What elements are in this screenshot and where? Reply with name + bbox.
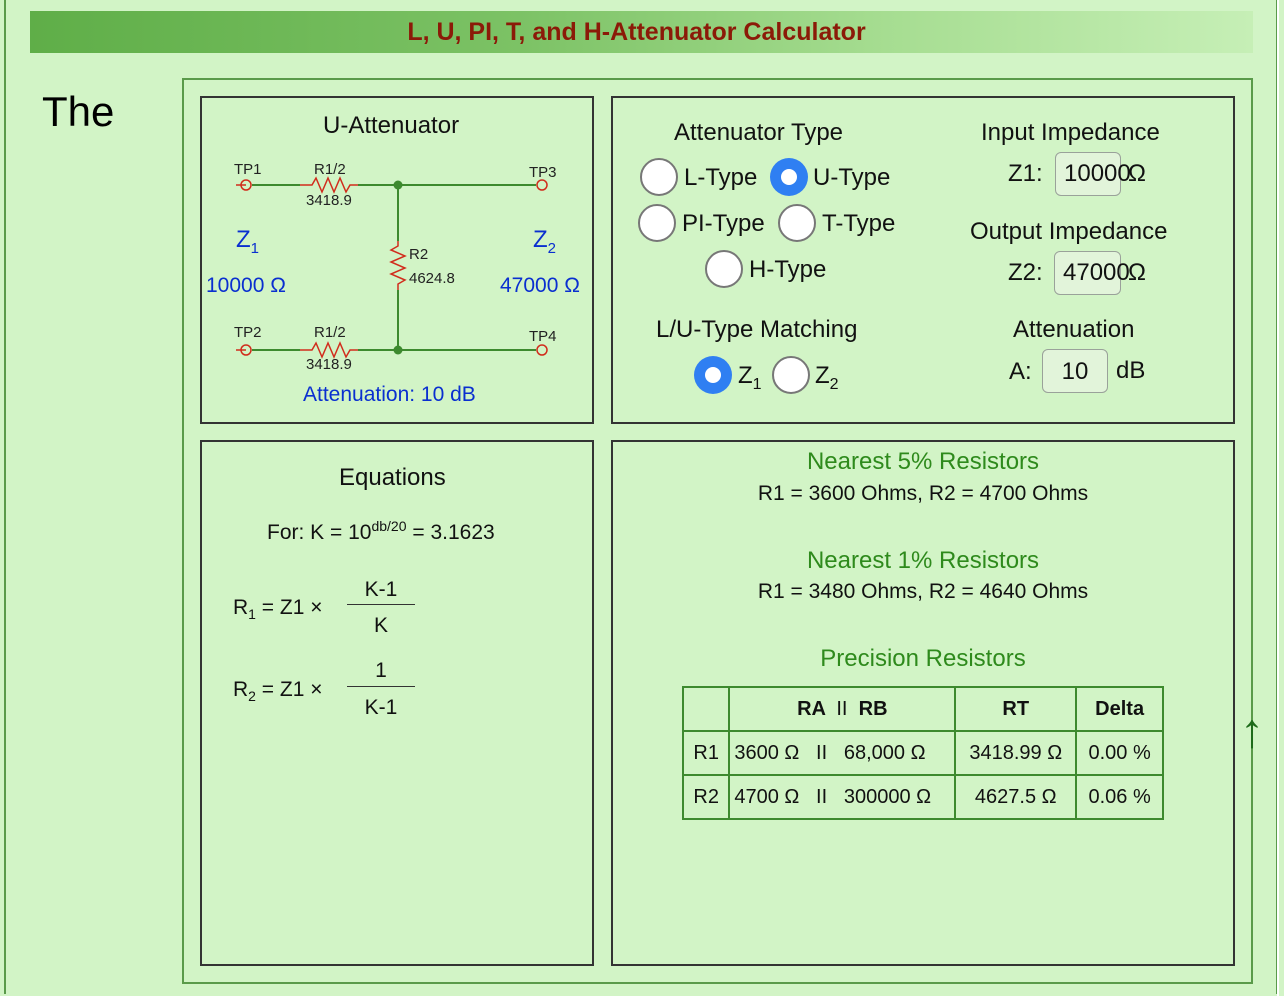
r2-label: R2 xyxy=(409,246,429,263)
radio-pi-type-label[interactable]: PI-Type xyxy=(682,210,765,237)
ra-rb-cell: 3600 Ω II 68,000 Ω xyxy=(728,730,957,776)
right-divider xyxy=(1277,0,1279,996)
tp3-label: TP3 xyxy=(529,164,557,181)
z2-prefix: Z2: xyxy=(1008,259,1043,286)
top-wire xyxy=(252,184,536,351)
r1-fraction-bar xyxy=(347,604,415,605)
precision-resistors-table: RA II RB RT Delta R1 3600 Ω II 68,000 Ω … xyxy=(681,686,1164,820)
radio-match-z1-label[interactable]: Z1 xyxy=(738,362,762,393)
diagram-attenuation: Attenuation: 10 dB xyxy=(303,383,476,406)
r1-equation-lhs: R1 = Z1 × xyxy=(233,596,323,623)
rt-cell: 4627.5 Ω xyxy=(954,774,1078,820)
table-header-ra-rb: RA II RB xyxy=(728,686,957,732)
k-definition: For: K = 10db/20 = 3.1623 xyxy=(267,518,495,544)
tp4-label: TP4 xyxy=(529,328,557,345)
calculator-frame xyxy=(182,78,1253,984)
circuit-diagram-panel xyxy=(200,96,594,424)
radio-t-type[interactable] xyxy=(778,204,816,242)
z2-input[interactable]: 47000 xyxy=(1054,251,1130,295)
r2-fraction-bar xyxy=(347,686,415,687)
z1-unit: Ω xyxy=(1128,160,1146,187)
attenuation-unit: dB xyxy=(1116,357,1146,384)
nearest5-values: R1 = 3600 Ohms, R2 = 4700 Ohms xyxy=(757,482,1089,505)
table-row: R1 3600 Ω II 68,000 Ω 3418.99 Ω 0.00 % xyxy=(681,730,1164,776)
delta-cell: 0.06 % xyxy=(1075,774,1164,820)
nearest1-heading: Nearest 1% Resistors xyxy=(806,547,1040,574)
r1-bottom-value: 3418.9 xyxy=(306,356,352,373)
radio-match-z2[interactable] xyxy=(772,356,810,394)
z1-value: 10000 Ω xyxy=(206,274,286,297)
input-impedance-heading: Input Impedance xyxy=(981,119,1160,146)
table-header-delta: Delta xyxy=(1075,686,1164,732)
r2-equation-lhs: R2 = Z1 × xyxy=(233,678,323,705)
radio-l-type-label[interactable]: L-Type xyxy=(684,164,758,191)
radio-match-z2-label[interactable]: Z2 xyxy=(815,362,839,393)
u-attenuator-schematic xyxy=(236,176,548,359)
page-title: L, U, PI, T, and H-Attenuator Calculator xyxy=(407,17,866,46)
matching-heading: L/U-Type Matching xyxy=(656,316,858,343)
radio-h-type-label[interactable]: H-Type xyxy=(749,256,827,283)
row-label: R1 xyxy=(681,730,731,776)
equations-panel xyxy=(200,440,594,966)
a-prefix: A: xyxy=(1009,358,1032,385)
terminals xyxy=(236,179,548,356)
delta-cell: 0.00 % xyxy=(1075,730,1164,776)
diagram-heading: U-Attenuator xyxy=(323,112,460,139)
tp1-label: TP1 xyxy=(234,161,262,178)
up-arrow-icon[interactable]: ↑ xyxy=(1240,705,1264,758)
table-row: R2 4700 Ω II 300000 Ω 4627.5 Ω 0.06 % xyxy=(681,774,1164,820)
rt-cell: 3418.99 Ω xyxy=(954,730,1078,776)
nearest5-heading: Nearest 5% Resistors xyxy=(806,448,1040,475)
r1-numerator: K-1 xyxy=(364,578,398,601)
output-impedance-heading: Output Impedance xyxy=(970,218,1168,245)
tp2-label: TP2 xyxy=(234,324,262,341)
radio-h-type[interactable] xyxy=(705,250,743,288)
precision-heading: Precision Resistors xyxy=(820,645,1026,672)
r2-denominator: K-1 xyxy=(364,696,398,719)
attenuator-type-heading: Attenuator Type xyxy=(674,119,844,146)
z2-symbol: Z2 xyxy=(533,226,557,257)
r1-bottom-label: R1/2 xyxy=(314,324,346,341)
row-label: R2 xyxy=(681,774,731,820)
resistor-r1-top xyxy=(300,176,358,194)
ra-rb-cell: 4700 Ω II 300000 Ω xyxy=(728,774,957,820)
title-bar: L, U, PI, T, and H-Attenuator Calculator xyxy=(30,11,1253,53)
resistors-panel xyxy=(611,440,1235,966)
table-header-rt: RT xyxy=(954,686,1078,732)
nearest1-values: R1 = 3480 Ohms, R2 = 4640 Ohms xyxy=(757,580,1089,603)
r1-top-value: 3418.9 xyxy=(306,192,352,209)
radio-u-type-label[interactable]: U-Type xyxy=(813,164,891,191)
resistor-r1-bottom xyxy=(300,341,358,359)
z2-unit: Ω xyxy=(1128,259,1146,286)
resistor-r2 xyxy=(389,241,407,290)
r2-numerator: 1 xyxy=(375,659,387,682)
equations-heading: Equations xyxy=(339,464,446,491)
radio-u-type[interactable] xyxy=(770,158,808,196)
z2-value: 47000 Ω xyxy=(500,274,580,297)
attenuation-input[interactable]: 10 xyxy=(1042,349,1108,393)
attenuation-heading: Attenuation xyxy=(1013,316,1135,343)
r2-value: 4624.8 xyxy=(409,270,455,287)
intro-text: The xyxy=(42,88,115,135)
z1-input[interactable]: 10000 xyxy=(1055,152,1131,196)
radio-l-type[interactable] xyxy=(640,158,678,196)
junction-dots xyxy=(393,180,403,355)
table-header-blank xyxy=(681,686,731,732)
r1-denominator: K xyxy=(373,614,388,637)
z1-prefix: Z1: xyxy=(1008,160,1043,187)
r1-top-label: R1/2 xyxy=(314,161,346,178)
z1-symbol: Z1 xyxy=(236,226,260,257)
radio-t-type-label[interactable]: T-Type xyxy=(822,210,896,237)
radio-pi-type[interactable] xyxy=(638,204,676,242)
settings-panel xyxy=(611,96,1235,424)
radio-match-z1[interactable] xyxy=(694,356,732,394)
table-header-row: RA II RB RT Delta xyxy=(681,686,1164,732)
